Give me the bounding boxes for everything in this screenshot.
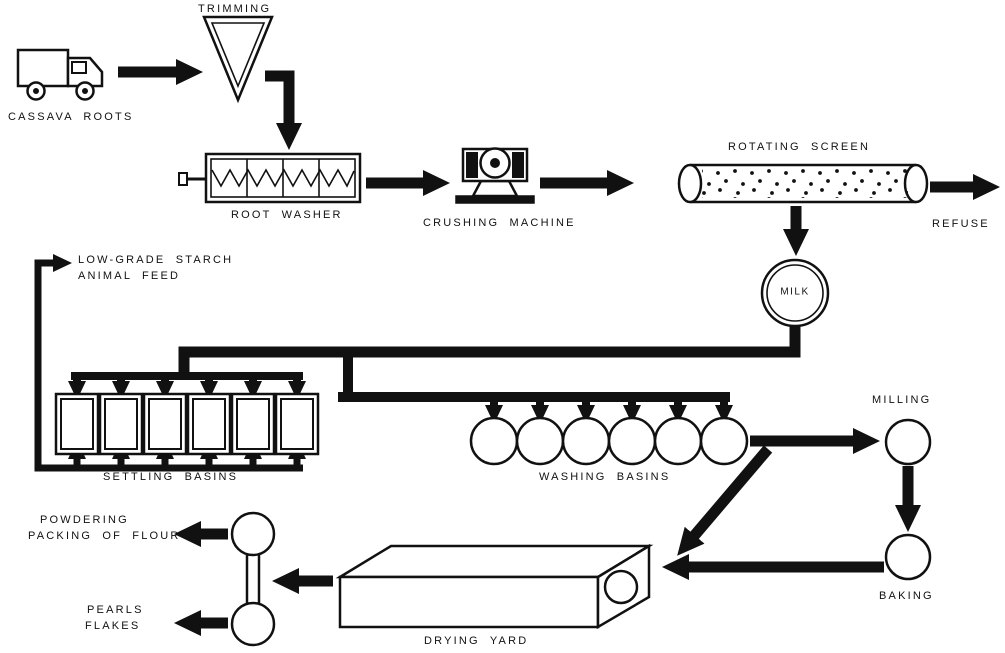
drying-yard-icon	[335, 543, 654, 630]
label-cassava-roots: CASSAVA ROOTS	[8, 111, 134, 123]
pipe-milk-main	[178, 322, 801, 378]
arrow-junction-to-drying	[677, 445, 773, 556]
trimming-funnel-icon	[202, 15, 274, 104]
cassava-roots-truck-icon	[16, 48, 104, 101]
label-crushing-machine: CRUSHING MACHINE	[423, 217, 576, 229]
label-flakes: FLAKES	[85, 620, 141, 632]
label-drying-yard: DRYING YARD	[424, 635, 529, 647]
washing-basins-icon	[469, 416, 749, 466]
label-baking: BAKING	[879, 590, 934, 602]
rotating-screen-icon	[677, 163, 929, 204]
flow-arrows	[34, 59, 1000, 636]
crushing-machine-icon	[455, 147, 535, 204]
label-milk: MILK	[780, 286, 810, 298]
label-refuse: REFUSE	[932, 218, 990, 230]
label-washing-basins: WASHING BASINS	[539, 471, 671, 483]
arrow-trimming-to-washer	[265, 70, 302, 150]
label-milling: MILLING	[872, 394, 932, 406]
drum-unit-icon	[230, 511, 276, 647]
settling-basins-icon	[54, 392, 320, 456]
label-trimming: TRIMMING	[198, 3, 272, 15]
label-animal-feed: ANIMAL FEED	[78, 270, 181, 282]
root-washer-icon	[178, 152, 362, 204]
milling-unit-icon	[884, 418, 932, 466]
label-root-washer: ROOT WASHER	[231, 209, 343, 221]
pipe-lowgrade-recovery	[34, 254, 303, 472]
label-settling-basins: SETTLING BASINS	[103, 471, 239, 483]
label-rotating-screen: ROTATING SCREEN	[728, 141, 871, 153]
label-low-grade-starch: LOW-GRADE STARCH	[78, 254, 234, 266]
label-powdering: POWDERING	[40, 514, 129, 526]
label-packing-of-flour: PACKING OF FLOUR	[28, 530, 181, 542]
milk-tank-icon	[760, 258, 830, 328]
label-pearls: PEARLS	[87, 604, 144, 616]
baking-unit-icon	[884, 533, 932, 581]
